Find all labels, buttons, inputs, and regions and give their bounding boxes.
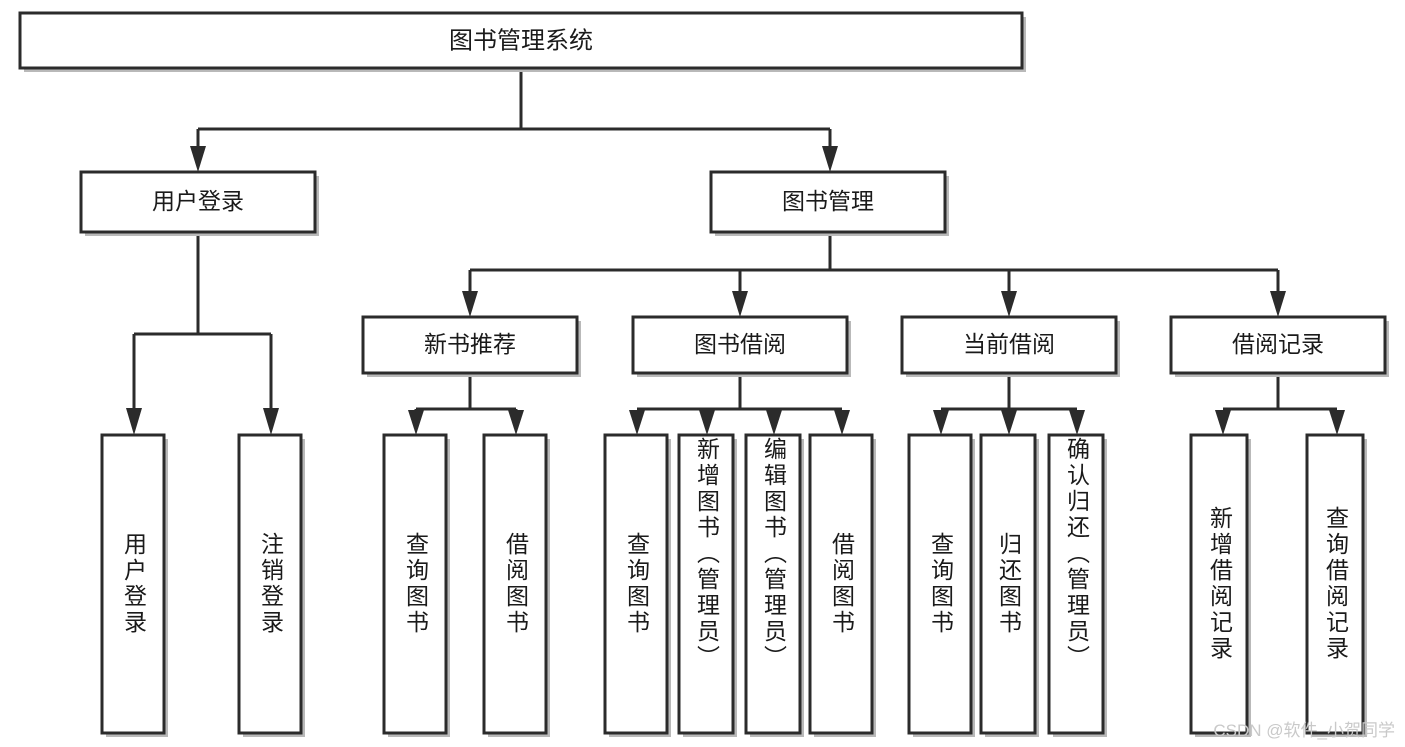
leaf-borrow-book-1-box[interactable] — [482, 433, 548, 735]
arrow-to-newbook-icon — [462, 291, 478, 317]
arrow-to-leaf-add-record-icon — [1215, 410, 1231, 435]
arrow-to-leaf-return-book-icon — [1001, 410, 1017, 435]
user-login-node-label: 用户登录 — [152, 188, 244, 214]
arrow-to-leaf-logout-icon — [263, 408, 279, 435]
arrow-root-to-userlogin-icon — [190, 146, 206, 172]
csdn-watermark: CSDN @软件_小贺同学 — [1213, 721, 1395, 740]
leaf-add-book-box[interactable] — [677, 433, 735, 735]
leaf-borrow-book-2-box[interactable] — [808, 433, 874, 735]
root-node-box[interactable] — [18, 11, 1024, 70]
leaf-query-record-box[interactable] — [1305, 433, 1365, 735]
current-borrow-node-box[interactable] — [900, 315, 1118, 375]
arrow-to-leaf-query-record-icon — [1329, 410, 1345, 435]
current-borrow-node-label: 当前借阅 — [963, 331, 1055, 357]
book-manage-node-box[interactable] — [709, 170, 947, 234]
book-borrow-node-box[interactable] — [631, 315, 849, 375]
arrow-to-bookborrow-icon — [732, 291, 748, 317]
arrow-to-currentborrow-icon — [1001, 291, 1017, 317]
arrow-to-leaf-borrow-book-2-icon — [834, 410, 850, 435]
connector-layer — [126, 68, 1345, 435]
leaf-query-book-2-box[interactable] — [603, 433, 669, 735]
borrow-record-node-box[interactable] — [1169, 315, 1387, 375]
root-node-label: 图书管理系统 — [449, 27, 593, 54]
arrow-to-leaf-user-login-icon — [126, 408, 142, 435]
arrow-to-leaf-query-book-2-icon — [629, 410, 645, 435]
book-manage-node-label: 图书管理 — [782, 188, 874, 214]
arrow-root-to-bookmanage-icon — [822, 146, 838, 172]
borrow-record-node-label: 借阅记录 — [1232, 331, 1324, 357]
arrow-to-leaf-query-book-1-icon — [408, 410, 424, 435]
arrow-to-borrowrecord-icon — [1270, 291, 1286, 317]
leaf-user-login-box[interactable] — [100, 433, 166, 735]
new-book-rec-node-box[interactable] — [361, 315, 579, 375]
leaf-edit-book-box[interactable] — [744, 433, 802, 735]
arrow-to-leaf-confirm-return-icon — [1069, 410, 1085, 435]
leaf-confirm-return-box[interactable] — [1047, 433, 1105, 735]
leaf-add-record-box[interactable] — [1189, 433, 1249, 735]
leaf-logout-box[interactable] — [237, 433, 303, 735]
arrow-to-leaf-borrow-book-1-icon — [508, 410, 524, 435]
new-book-rec-node-label: 新书推荐 — [424, 331, 516, 357]
node-layer: 图书管理系统 用户登录 图书管理 新书推荐 图书借阅 当前借阅 借阅记录 — [18, 11, 1389, 737]
book-borrow-node-label: 图书借阅 — [694, 331, 786, 357]
leaf-return-book-box[interactable] — [979, 433, 1037, 735]
arrow-to-leaf-edit-book-icon — [766, 410, 782, 435]
leaf-query-book-1-box[interactable] — [382, 433, 448, 735]
arrow-to-leaf-add-book-icon — [699, 410, 715, 435]
user-login-node-box[interactable] — [79, 170, 317, 234]
arrow-to-leaf-query-book-3-icon — [933, 410, 949, 435]
leaf-query-book-3-box[interactable] — [907, 433, 973, 735]
